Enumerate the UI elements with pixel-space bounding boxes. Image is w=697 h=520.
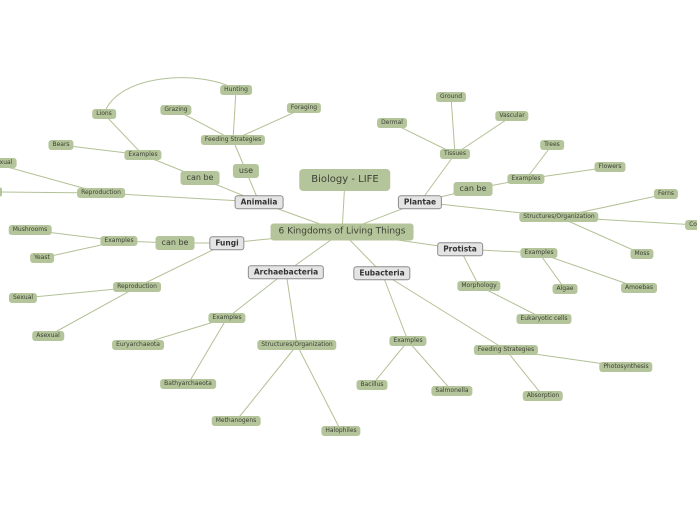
protista-amoebas[interactable]: Amoebas	[621, 283, 657, 293]
archaebacteria-methanogens[interactable]: Methanogens	[211, 416, 261, 426]
kingdom-eubacteria[interactable]: Eubacteria	[353, 266, 411, 280]
kingdom-fungi[interactable]: Fungi	[209, 236, 245, 250]
animalia-reproduction[interactable]: Reproduction	[77, 188, 125, 198]
plantae-ground[interactable]: Ground	[435, 92, 467, 102]
eubacteria-absorption[interactable]: Absorption	[522, 391, 564, 401]
plantae-flowers[interactable]: Flowers	[594, 162, 626, 172]
fungi-examples[interactable]: Examples	[100, 236, 138, 246]
plantae-moss[interactable]: Moss	[630, 249, 654, 259]
kingdom-animalia[interactable]: Animalia	[234, 195, 284, 209]
eubacteria-salmonella[interactable]: Salmonella	[431, 386, 473, 396]
eubacteria-feeding-strategies[interactable]: Feeding Strategies	[473, 345, 539, 355]
kingdom-plantae[interactable]: Plantae	[397, 195, 443, 209]
archaebacteria-examples[interactable]: Examples	[208, 313, 246, 323]
connector-fungi-can-be[interactable]: can be	[155, 236, 195, 250]
plantae-trees[interactable]: Trees	[540, 140, 564, 150]
archaebacteria-bathyarchaeota[interactable]: Bathyarchaeota	[160, 379, 216, 389]
connector-animalia-can-be[interactable]: can be	[180, 171, 220, 185]
protista-algae[interactable]: Algae	[552, 284, 578, 294]
archaebacteria-euryarchaeota[interactable]: Euryarchaeota	[112, 340, 164, 350]
plantae-ferns[interactable]: Ferns	[653, 189, 679, 199]
plantae-tissues[interactable]: Tissues	[439, 149, 471, 159]
plantae-examples[interactable]: Examples	[507, 174, 545, 184]
connector-plantae-can-be[interactable]: can be	[453, 182, 493, 196]
animalia-hunting[interactable]: Hunting	[220, 85, 252, 95]
fungi-asexual[interactable]: Asexual	[32, 331, 64, 341]
eubacteria-photosynthesis[interactable]: Photosynthesis	[599, 362, 653, 372]
plantae-dermal[interactable]: Dermal	[377, 118, 407, 128]
plantae-vascular[interactable]: Vascular	[495, 111, 529, 121]
animalia-foraging[interactable]: Foraging	[286, 103, 322, 113]
fungi-yeast[interactable]: Yeast	[30, 253, 54, 263]
animalia-feeding-strategies[interactable]: Feeding Strategies	[200, 135, 266, 145]
protista-morphology[interactable]: Morphology	[457, 281, 501, 291]
protista-eukaryotic-cells[interactable]: Eukaryotic cells	[516, 314, 572, 324]
fungi-reproduction[interactable]: Reproduction	[113, 282, 161, 292]
animalia-reproduction-cut-bottom[interactable]	[0, 187, 2, 197]
animalia-grazing[interactable]: Grazing	[160, 105, 192, 115]
connector-animalia-use[interactable]: use	[232, 164, 260, 178]
animalia-reproduction-cut-top[interactable]: xual	[0, 158, 17, 168]
central-topic[interactable]: 6 Kingdoms of Living Things	[270, 223, 414, 241]
eubacteria-examples[interactable]: Examples	[389, 336, 427, 346]
fungi-mushrooms[interactable]: Mushrooms	[8, 225, 52, 235]
archaebacteria-structures[interactable]: Structures/Organization	[257, 340, 337, 350]
plantae-cut-right[interactable]: Co	[685, 220, 697, 230]
plantae-structures[interactable]: Structures/Organization	[519, 212, 599, 222]
protista-examples[interactable]: Examples	[520, 248, 558, 258]
fungi-sexual[interactable]: Sexual	[8, 293, 38, 303]
animalia-examples[interactable]: Examples	[124, 150, 162, 160]
kingdom-archaebacteria[interactable]: Archaebacteria	[247, 265, 325, 279]
archaebacteria-halophiles[interactable]: Halophiles	[321, 426, 361, 436]
animalia-lions[interactable]: Lions	[92, 109, 116, 119]
kingdom-protista[interactable]: Protista	[437, 242, 483, 256]
root-topic[interactable]: Biology - LIFE	[299, 169, 391, 191]
eubacteria-bacillus[interactable]: Bacillus	[356, 380, 388, 390]
animalia-bears[interactable]: Bears	[48, 140, 74, 150]
